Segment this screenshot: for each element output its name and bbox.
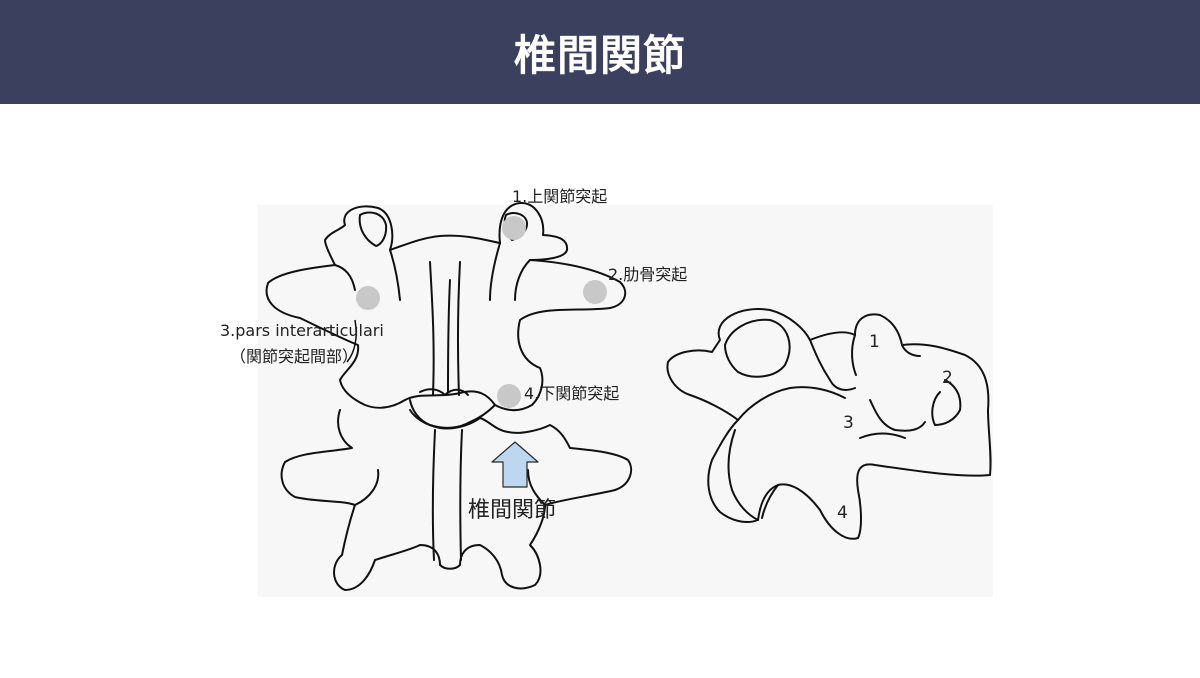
label-facet-joint: 椎間関節	[468, 498, 557, 523]
label-pars-line2: （関節突起間部）	[230, 347, 359, 366]
label-superior-articular-process: 1.上関節突起	[512, 187, 608, 206]
label-pars-line1: 3.pars interarticulari	[220, 321, 384, 340]
label-inferior-articular-process: 4.下関節突起	[524, 384, 620, 403]
facet-arrow	[491, 441, 539, 488]
lower-vertebra-outline	[280, 409, 633, 591]
label-transverse-process: 2.肋骨突起	[608, 265, 688, 284]
title-bar: 椎間関節	[0, 0, 1200, 104]
marker-superior	[502, 216, 526, 240]
lateral-number-3: 3	[843, 413, 854, 433]
lateral-vertebra-outline	[666, 308, 992, 540]
marker-pars	[356, 286, 380, 310]
lateral-number-4: 4	[837, 503, 848, 523]
lateral-number-1: 1	[869, 332, 880, 352]
page-title: 椎間関節	[513, 31, 686, 80]
lateral-number-2: 2	[942, 368, 953, 388]
marker-inferior	[497, 384, 521, 408]
marker-transverse	[583, 280, 607, 304]
